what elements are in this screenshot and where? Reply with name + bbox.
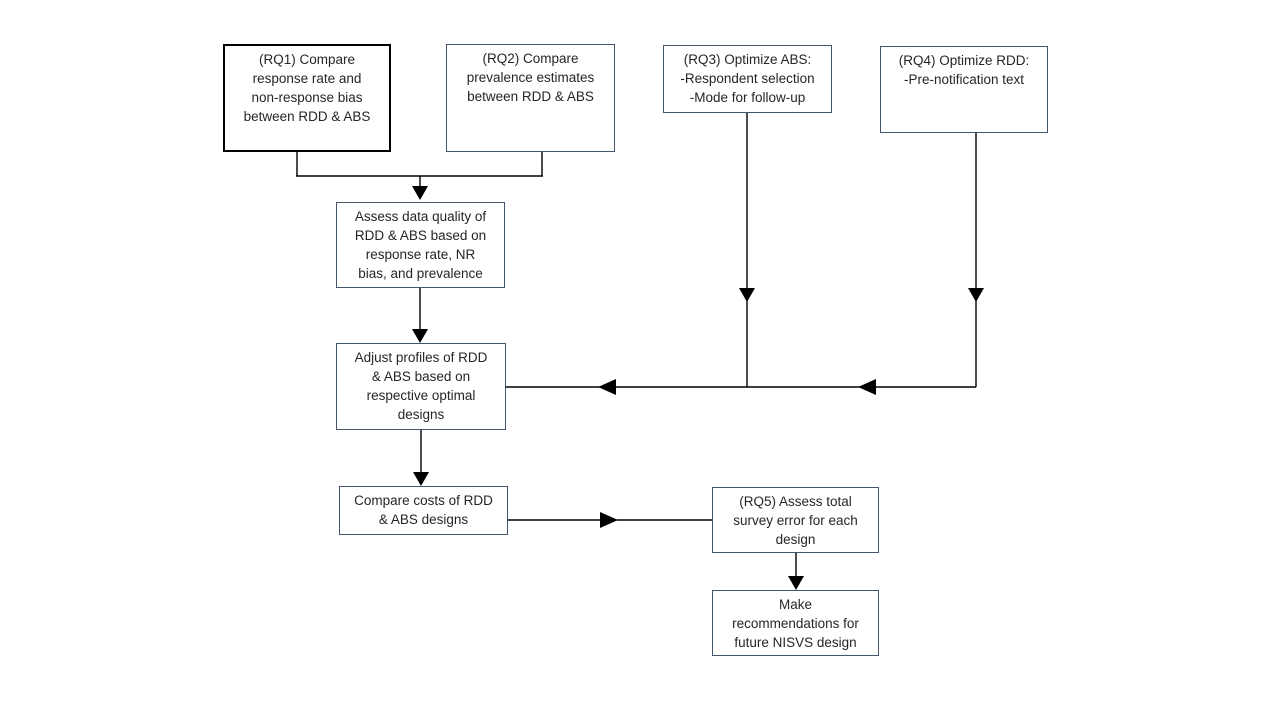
connector-costs-to-rq5 (508, 512, 712, 528)
arrowhead-right-mid (600, 512, 618, 528)
box-adjust-profiles: Adjust profiles of RDD & ABS based on re… (336, 343, 506, 430)
arrowhead-down-rq3 (739, 288, 755, 302)
arrowhead-down-rq4 (968, 288, 984, 302)
box-rq4-optimize-rdd: (RQ4) Optimize RDD: -Pre-notification te… (880, 46, 1048, 133)
box-rq1-compare-response-rate: (RQ1) Compare response rate and non-resp… (223, 44, 391, 152)
box-make-recommendations: Make recommendations for future NISVS de… (712, 590, 879, 656)
connector-rq3-down (739, 113, 755, 387)
connector-rq1-rq2-merge (296, 152, 543, 200)
arrowhead-down-into-costs (413, 472, 429, 486)
arrowhead-down-into-assess (412, 186, 428, 200)
arrowhead-down-into-makerec (788, 576, 804, 590)
box-rq3-optimize-abs: (RQ3) Optimize ABS: -Respondent selectio… (663, 45, 832, 113)
connector-assess-to-adjust (412, 288, 428, 343)
box-rq2-compare-prevalence: (RQ2) Compare prevalence estimates betwe… (446, 44, 615, 152)
connector-rq4-down (968, 133, 984, 387)
connector-optimize-into-adjust (506, 379, 976, 395)
arrowhead-left-mid-2 (858, 379, 876, 395)
connector-rq5-to-makerec (788, 553, 804, 590)
arrowhead-down-into-adjust (412, 329, 428, 343)
arrowhead-left-mid-1 (598, 379, 616, 395)
box-rq5-total-survey-error: (RQ5) Assess total survey error for each… (712, 487, 879, 553)
box-assess-data-quality: Assess data quality of RDD & ABS based o… (336, 202, 505, 288)
box-compare-costs: Compare costs of RDD & ABS designs (339, 486, 508, 535)
connector-adjust-to-costs (413, 430, 429, 486)
